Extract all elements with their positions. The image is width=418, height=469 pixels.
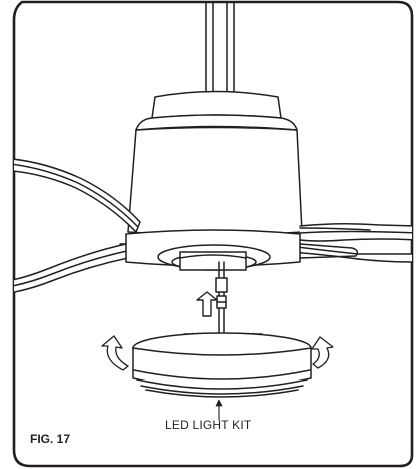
led-light-kit: [132, 332, 312, 398]
rotate-arrow-right-icon: [311, 336, 334, 369]
mounting-plate: [119, 229, 359, 271]
figure-caption: FIG. 17: [30, 432, 71, 446]
rotate-arrow-left-icon: [101, 335, 129, 371]
leader-arrow-icon: [215, 399, 223, 421]
led-light-kit-label: LED LIGHT KIT: [165, 418, 252, 432]
motor-housing: [127, 90, 303, 236]
wire-connector: [215, 261, 228, 333]
up-arrow-icon: [196, 291, 218, 317]
downrod: [205, 2, 235, 96]
